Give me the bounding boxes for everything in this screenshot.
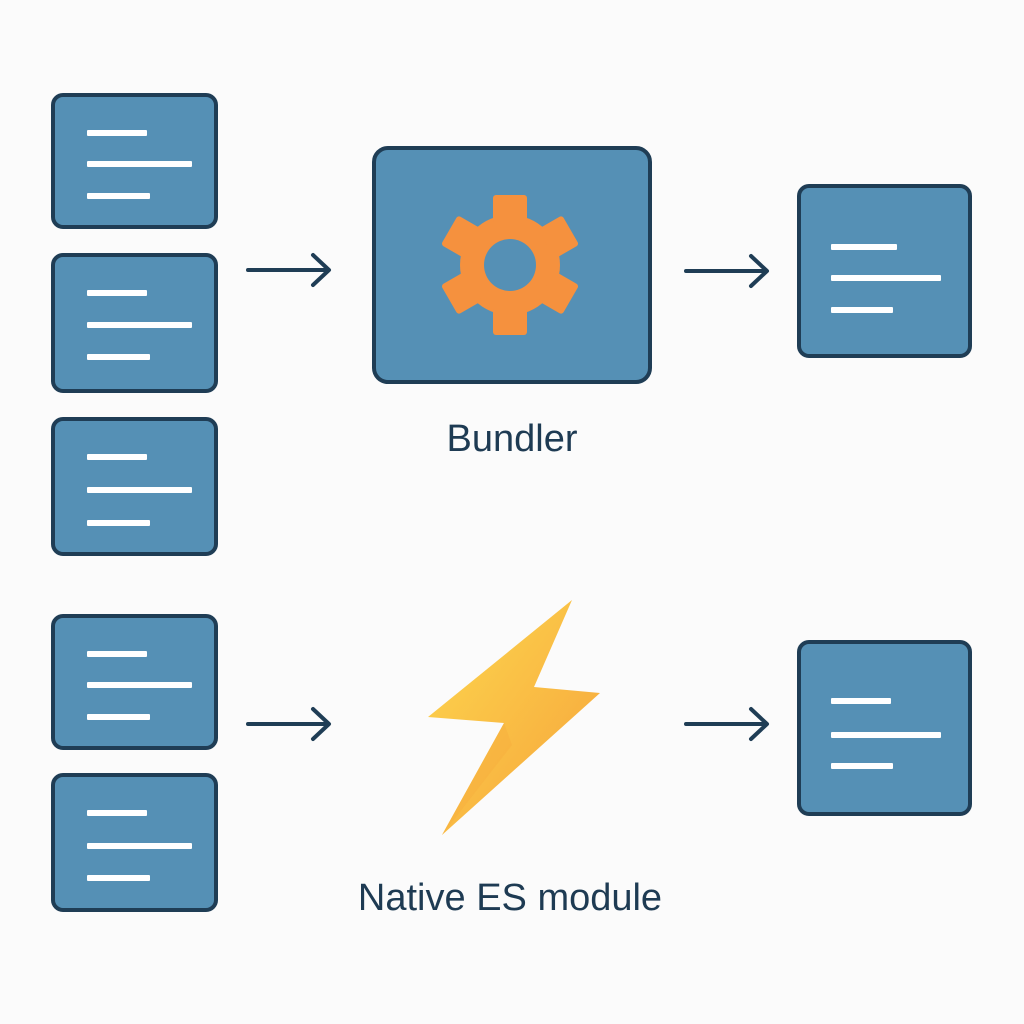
source-file-3 — [51, 417, 218, 556]
input-arrow-bottom — [246, 707, 331, 741]
bundler-box — [372, 146, 652, 384]
esm-caption: Native ES module — [357, 877, 663, 919]
module-output-file — [797, 640, 972, 816]
module-file-1 — [51, 614, 218, 750]
bundle-file — [797, 184, 972, 358]
lightning-bolt-icon — [428, 600, 600, 835]
gear-icon — [441, 195, 579, 335]
source-file-1 — [51, 93, 218, 229]
source-file-2 — [51, 253, 218, 393]
output-arrow-bottom — [684, 707, 769, 741]
bundler-caption: Bundler — [446, 418, 578, 460]
input-arrow-top — [246, 253, 331, 287]
module-file-2 — [51, 773, 218, 912]
output-arrow-top — [684, 254, 769, 288]
